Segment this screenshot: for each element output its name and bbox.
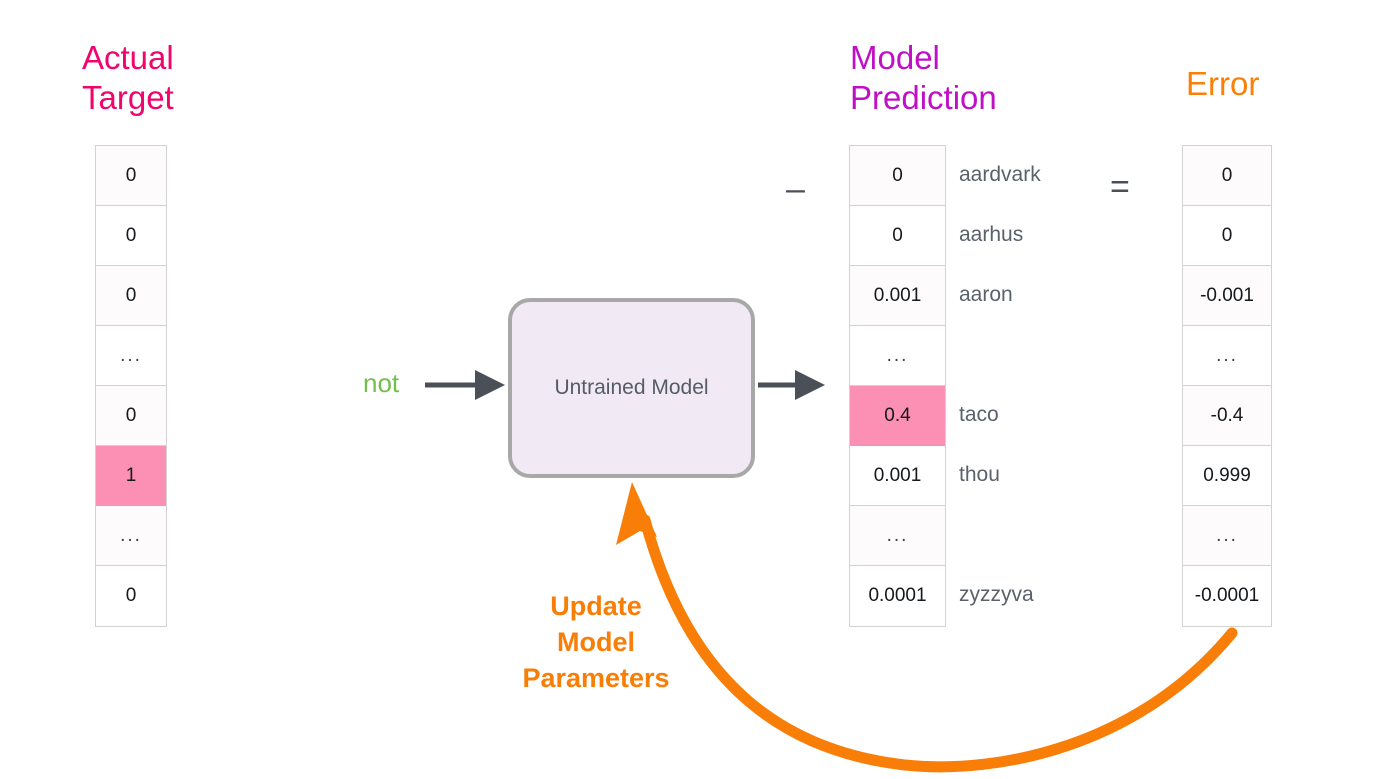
vector-cell: 0.001 bbox=[850, 266, 945, 326]
vector-cell: 0 bbox=[1183, 146, 1271, 206]
arrow-feedback-head-icon bbox=[616, 482, 657, 545]
vector-cell: 0 bbox=[96, 266, 166, 326]
heading-model-prediction: Model Prediction bbox=[850, 39, 997, 116]
vector-cell: ... bbox=[850, 506, 945, 566]
heading-error: Error bbox=[1186, 65, 1260, 102]
vector-cell: 0 bbox=[1183, 206, 1271, 266]
update-model-parameters-caption: Update Model Parameters bbox=[522, 591, 670, 693]
word-label: aardvark bbox=[959, 163, 1041, 186]
vector-cell: 0 bbox=[96, 566, 166, 626]
vector-cell: 0.999 bbox=[1183, 446, 1271, 506]
vector-cell: ... bbox=[1183, 506, 1271, 566]
vector-cell: -0.0001 bbox=[1183, 566, 1271, 626]
vector-cell: 1 bbox=[96, 446, 166, 506]
vector-cell: 0.4 bbox=[850, 386, 945, 446]
vector-cell: 0 bbox=[96, 206, 166, 266]
word-label: aaron bbox=[959, 283, 1013, 306]
word-label: zyzzyva bbox=[959, 583, 1034, 606]
vector-cell: 0 bbox=[850, 206, 945, 266]
vector-cell: 0 bbox=[850, 146, 945, 206]
vector-cell: 0 bbox=[96, 146, 166, 206]
vector-cell: -0.001 bbox=[1183, 266, 1271, 326]
vector-cell: 0.001 bbox=[850, 446, 945, 506]
vector-cell: ... bbox=[850, 326, 945, 386]
word-label: taco bbox=[959, 403, 999, 426]
input-token-label: not bbox=[363, 368, 400, 398]
vector-cell: -0.4 bbox=[1183, 386, 1271, 446]
word-label: aarhus bbox=[959, 223, 1024, 246]
vector-cell: 0.0001 bbox=[850, 566, 945, 626]
minus-operator-icon: – bbox=[786, 170, 805, 208]
vector-cell: 0 bbox=[96, 386, 166, 446]
vector-cell: ... bbox=[1183, 326, 1271, 386]
word-label bbox=[959, 325, 1159, 385]
vector-cell: ... bbox=[96, 506, 166, 566]
word-label bbox=[959, 505, 1159, 565]
model-box-label: Untrained Model bbox=[554, 376, 709, 399]
vector-cell: ... bbox=[96, 326, 166, 386]
heading-actual-target: Actual Target bbox=[82, 39, 174, 116]
model-box[interactable]: Untrained Model bbox=[508, 298, 755, 478]
equals-operator-icon: = bbox=[1110, 168, 1130, 206]
word-label: thou bbox=[959, 463, 1000, 486]
vocabulary-word-labels: aardvark aarhus aaron taco thou zyzzyva bbox=[959, 145, 1159, 625]
